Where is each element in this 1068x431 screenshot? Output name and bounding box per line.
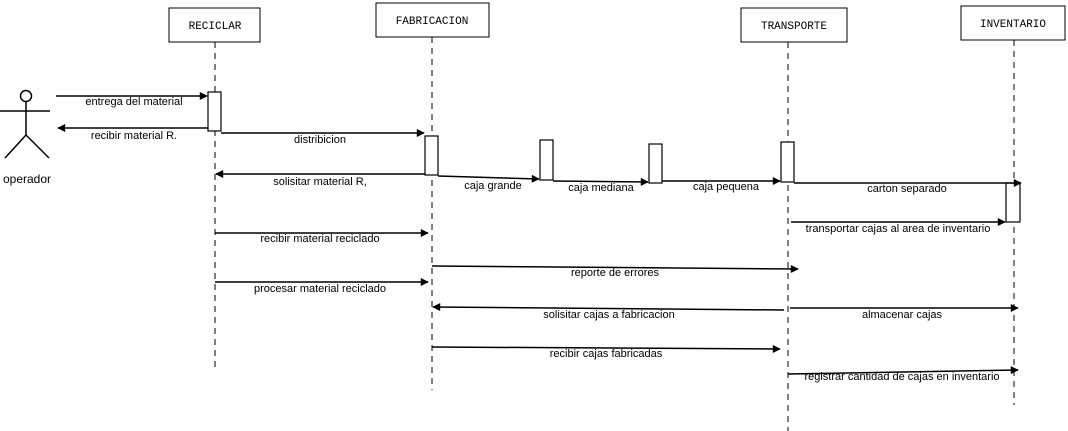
participant-label: RECICLAR [189,21,242,33]
message-label-m15: recibir cajas fabricadas [550,348,663,360]
activation-fabricacion [424,135,439,176]
message-label-m9: transportar cajas al area de inventario [806,223,991,235]
participant-label: TRANSPORTE [761,21,827,33]
message-arrow-m6 [552,177,649,186]
message-label-m10: recibir material reciclado [260,233,379,245]
message-label-m8: carton separado [867,183,947,195]
message-label-m6: caja mediana [568,182,634,194]
message-label-m12: procesar material reciclado [254,283,386,295]
activation-inventario [1005,182,1021,223]
message-arrow-m5 [437,174,540,183]
operator-label: operador [3,172,51,186]
participant-label: INVENTARIO [980,19,1046,31]
message-label-m5: caja grande [464,180,522,192]
message-label-m13: solisitar cajas a fabricacion [543,309,674,321]
message-label-m3: distribicion [294,134,346,146]
message-label-m1: entrega del material [85,96,182,108]
message-label-m16: registrar cantidad de cajas en inventari… [804,371,999,383]
message-label-m14: almacenar cajas [862,309,943,321]
participant-transporte: TRANSPORTE [740,7,848,43]
message-arrow-m16 [787,366,1019,375]
participant-label: FABRICACION [396,16,469,28]
message-label-m4: solisitar material R, [273,176,367,188]
activation-caja-mediana [648,143,663,184]
participant-reciclar: RECICLAR [168,7,261,43]
participant-fabricacion: FABRICACION [375,2,490,38]
operator-actor-icon [0,89,50,159]
message-arrow-m15 [431,344,781,353]
message-label-m2: recibir material R. [91,130,177,142]
activation-reciclar [207,91,222,132]
activation-caja-grande [539,139,554,181]
activation-transporte [780,141,795,183]
participant-inventario: INVENTARIO [960,5,1066,41]
message-arrow-m11 [431,264,799,273]
message-arrow-m13 [432,303,785,312]
message-label-m11: reporte de errores [571,267,660,279]
message-label-m7: caja pequena [693,181,760,193]
